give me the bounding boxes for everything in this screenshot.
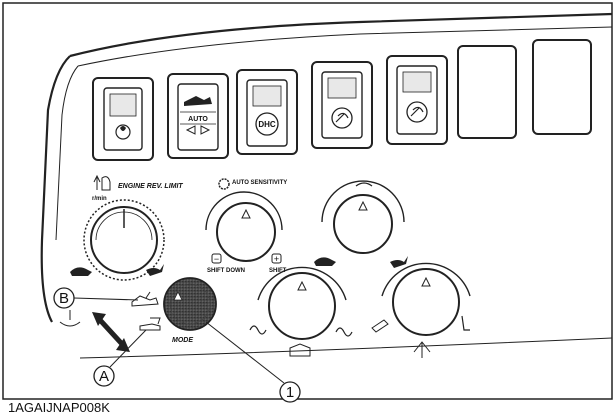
mode-switch-arrow	[92, 312, 130, 352]
wave-icon-right	[335, 327, 353, 337]
shift-down-label: SHIFT DOWN	[207, 268, 245, 274]
engine-warmup-switch-icon	[115, 124, 131, 140]
blank-switch-plate-1	[457, 45, 517, 139]
beacon-switch[interactable]	[386, 55, 448, 145]
mode-a-icon	[139, 317, 161, 331]
callout-b-label: B	[59, 290, 69, 307]
engine-rev-unit: r/min	[92, 196, 107, 202]
engine-rev-limit-dial[interactable]	[83, 199, 165, 281]
work-light-switch[interactable]	[311, 61, 373, 149]
wave-icon-left	[249, 325, 267, 335]
shift-up-label: SHIFT	[269, 268, 287, 274]
engine-warmup-switch[interactable]	[92, 77, 154, 161]
figure-id: 1AGAIJNAP008K	[8, 400, 110, 415]
engine-rev-limit-label-group: r/min ENGINE REV. LIMIT	[92, 174, 183, 202]
figure-frame	[2, 2, 613, 400]
bottom-right-dial[interactable]	[381, 262, 471, 336]
bottom-left-dial[interactable]	[257, 266, 347, 340]
attachment-icon-left	[371, 319, 389, 333]
callout-a-label: A	[99, 368, 109, 385]
auto-shift-switch-icon	[180, 96, 216, 135]
attachment-icon-right	[461, 315, 470, 331]
rabbit-icon-2	[390, 256, 408, 268]
auto-shift-switch[interactable]: AUTO	[167, 73, 229, 159]
console-outline	[40, 12, 613, 323]
engine-rev-limit-label: ENGINE REV. LIMIT	[118, 183, 183, 190]
dhc-switch-label: DHC	[258, 120, 276, 129]
mode-knob[interactable]	[163, 277, 217, 331]
dhc-switch[interactable]: DHC	[236, 69, 298, 155]
dhc-switch-icon	[255, 112, 279, 136]
callout-b: B	[53, 287, 139, 309]
shift-down-indicator: − SHIFT DOWN	[207, 253, 245, 274]
turtle-icon-2	[314, 257, 336, 266]
swing-speed-dial[interactable]	[321, 180, 405, 254]
shift-up-indicator: + SHIFT	[269, 253, 287, 274]
svg-text:−: −	[214, 254, 219, 264]
callout-1-label: 1	[286, 384, 294, 401]
console-inner-edge	[55, 26, 613, 241]
mode-b-icon	[131, 291, 159, 307]
work-light-switch-icon	[331, 107, 353, 129]
gear-icon	[218, 178, 230, 190]
console-symbol	[59, 321, 81, 327]
svg-text:+: +	[274, 254, 279, 264]
auto-switch-label: AUTO	[188, 116, 208, 123]
callout-1: 1	[205, 321, 301, 403]
arm-icon	[413, 341, 431, 358]
auto-sensitivity-dial[interactable]	[205, 191, 283, 262]
blank-switch-plate-2	[532, 39, 592, 135]
mode-label: MODE	[172, 337, 193, 344]
boom-icon	[289, 343, 311, 357]
callout-a: A	[93, 329, 147, 387]
beacon-switch-icon	[406, 101, 428, 123]
rotate-icon	[355, 182, 373, 187]
auto-sensitivity-label: AUTO SENSITIVITY	[232, 180, 287, 186]
rabbit-icon	[146, 264, 164, 276]
turtle-icon	[70, 267, 92, 276]
console-bottom-edge	[79, 337, 613, 359]
auto-sensitivity-label-group: AUTO SENSITIVITY	[218, 178, 287, 190]
